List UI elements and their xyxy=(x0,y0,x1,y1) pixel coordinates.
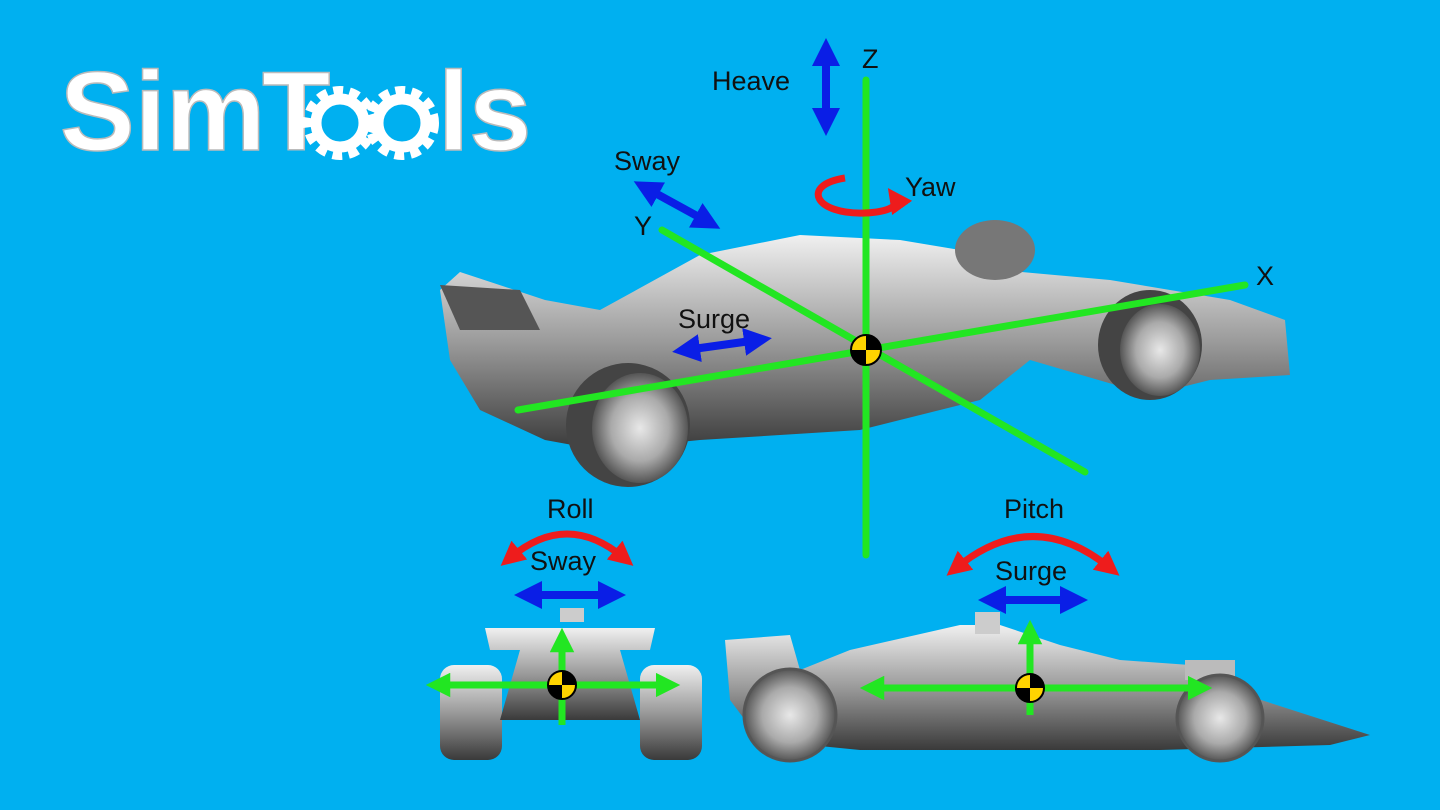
logo-text-ls: ls xyxy=(438,49,531,174)
yaw-arrow-icon xyxy=(814,174,913,217)
center-of-gravity-icon xyxy=(850,334,882,366)
surge-label-side: Surge xyxy=(995,556,1067,586)
center-of-gravity-icon xyxy=(547,670,577,700)
y-axis-label: Y xyxy=(634,211,652,241)
center-of-gravity-icon xyxy=(1015,673,1045,703)
roll-arrow-icon xyxy=(500,530,634,566)
x-axis-label: X xyxy=(1256,261,1274,291)
z-axis-label: Z xyxy=(862,44,879,74)
sway-label: Sway xyxy=(614,146,681,176)
logo-text-sim: Sim xyxy=(60,49,265,174)
roll-label: Roll xyxy=(547,494,594,524)
yaw-label: Yaw xyxy=(905,172,956,202)
surge-label: Surge xyxy=(678,304,750,334)
sway-arrow-icon xyxy=(633,181,721,229)
simtools-logo: Sim T ls xyxy=(59,48,532,175)
heave-label: Heave xyxy=(712,66,790,96)
pitch-label: Pitch xyxy=(1004,494,1064,524)
surge-arrow-icon xyxy=(672,328,772,362)
pitch-arrow-icon xyxy=(946,533,1120,576)
gear-icon xyxy=(365,86,439,160)
sway-label-rear: Sway xyxy=(530,546,597,576)
